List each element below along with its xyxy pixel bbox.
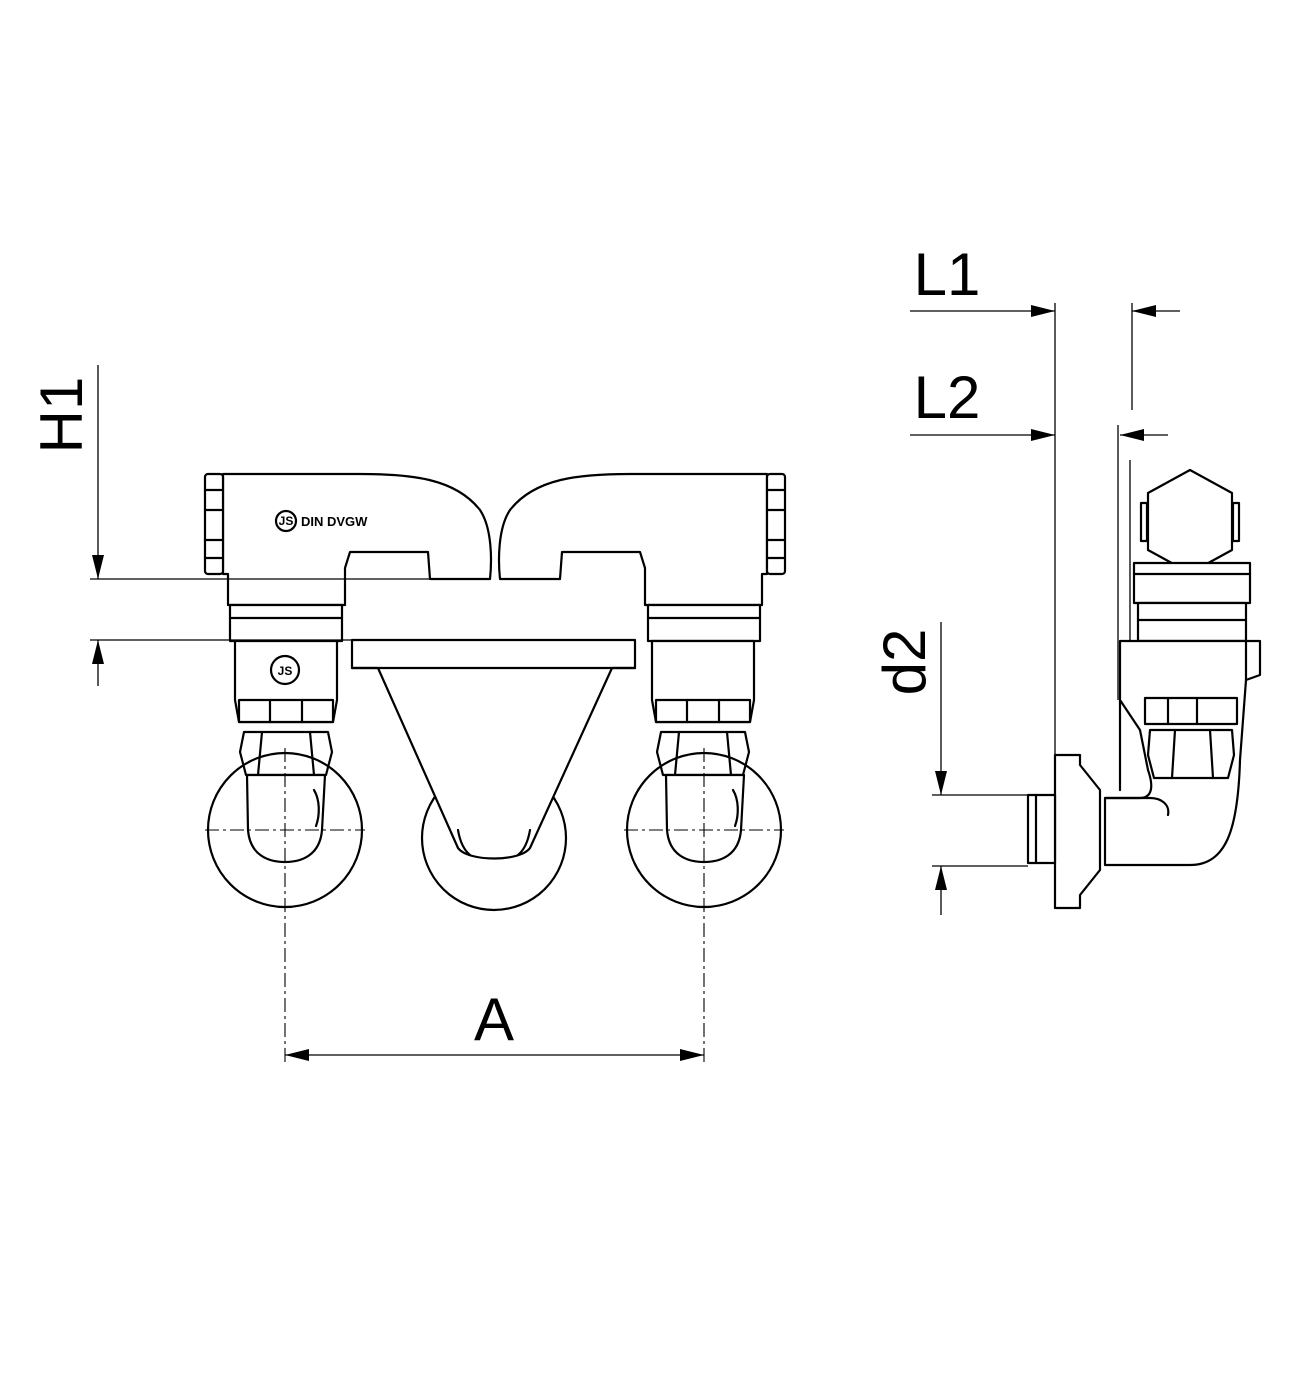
label-a: A xyxy=(474,986,514,1053)
logo-mark-body: JS xyxy=(278,664,293,678)
dimension-a: A xyxy=(285,986,704,1061)
logo-mark-left: JS xyxy=(279,514,294,528)
label-l1: L1 xyxy=(914,241,981,308)
label-h1: H1 xyxy=(28,377,95,454)
dimension-l1: L1 xyxy=(910,241,1180,755)
left-elbow-housing xyxy=(203,472,493,607)
right-fitting-body xyxy=(646,603,762,777)
dimension-d2: d2 xyxy=(871,622,1028,915)
flange-plate xyxy=(1053,753,1102,910)
hex-nut xyxy=(1146,468,1234,575)
label-d2: d2 xyxy=(871,629,938,696)
certification-text: DIN DVGW xyxy=(301,514,368,529)
right-elbow-housing xyxy=(497,472,787,607)
side-view: L1 L2 d2 xyxy=(871,241,1262,915)
stub-spigot xyxy=(1026,793,1057,865)
front-view: JS DIN DVGW JS H1 A xyxy=(28,365,787,1065)
dimension-h1: H1 xyxy=(28,365,490,686)
label-l2: L2 xyxy=(914,364,981,431)
body-logo: JS xyxy=(269,654,301,686)
din-dvgw-marking: JS DIN DVGW xyxy=(274,509,368,533)
left-fitting-body xyxy=(228,603,344,777)
center-bracket xyxy=(350,638,637,912)
dimension-l2: L2 xyxy=(910,364,1168,700)
